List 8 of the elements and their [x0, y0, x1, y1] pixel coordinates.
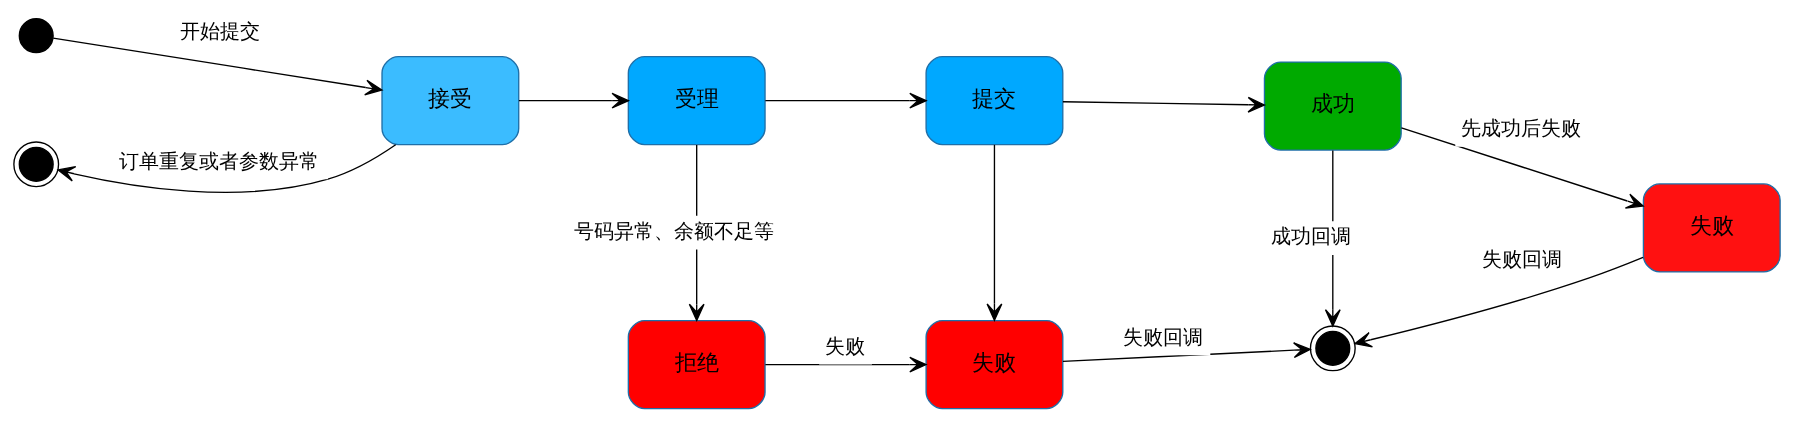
edge-label: 号码异常、余额不足等 [574, 219, 775, 244]
edge-label: 失败回调 [1481, 247, 1562, 272]
edge-label: 失败 [825, 334, 866, 359]
edge-label: 成功回调 [1271, 224, 1352, 249]
edge-label: 先成功后失败 [1461, 116, 1582, 141]
edge-label: 失败回调 [1123, 324, 1204, 349]
edge-label: 订单重复或者参数异常 [118, 148, 319, 173]
edge-label: 开始提交 [179, 18, 260, 43]
